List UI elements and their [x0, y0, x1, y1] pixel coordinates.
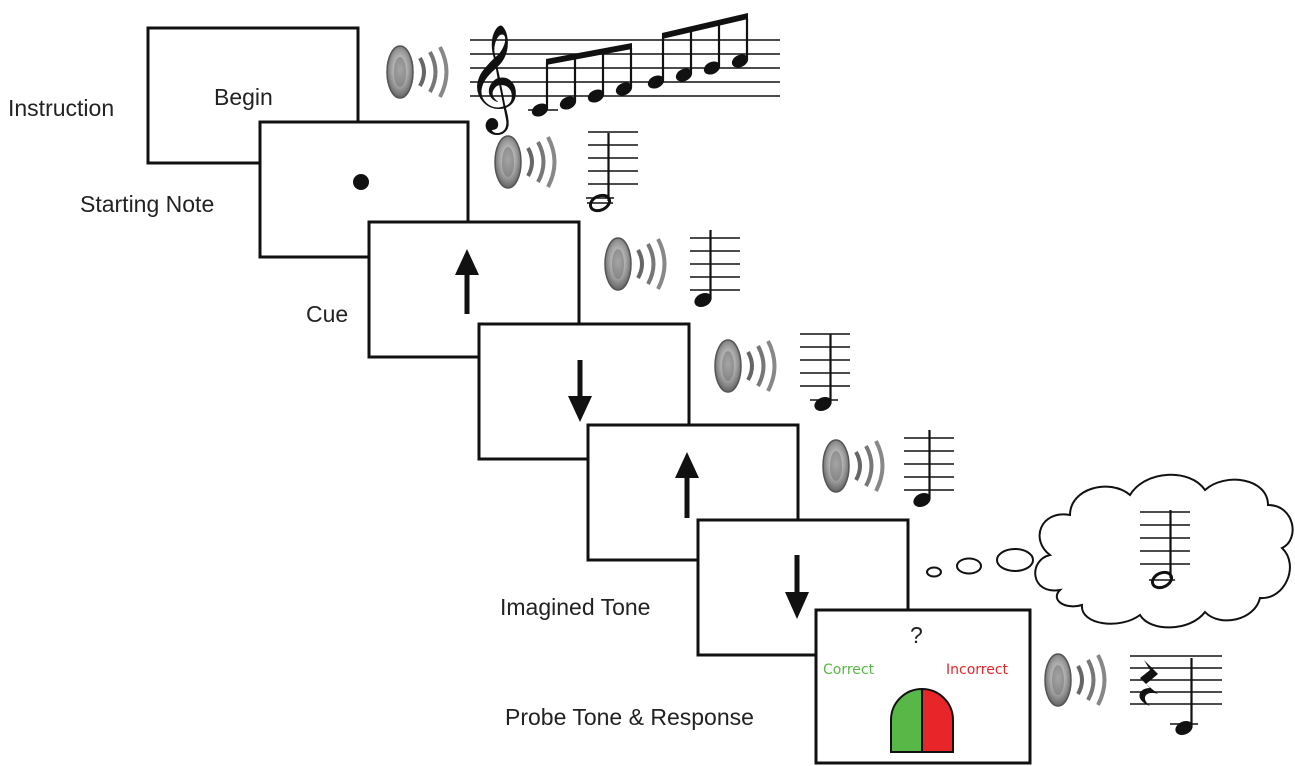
down-arrow-icon: [785, 555, 809, 619]
label-cue: Cue: [306, 301, 348, 327]
starting-note-staff: [585, 131, 639, 216]
begin-text: Begin: [214, 84, 273, 110]
question-mark: ?: [910, 622, 923, 648]
cue-note-staff-1: [689, 228, 741, 311]
scale-staff: [470, 39, 780, 97]
speaker-icon: [1043, 652, 1107, 708]
label-instruction: Instruction: [8, 95, 114, 121]
cue-note-staff-3: [903, 428, 955, 511]
up-arrow-icon: [455, 249, 479, 314]
quarter-rest-icon: [1139, 660, 1158, 706]
speaker-icon: [493, 134, 557, 190]
incorrect-label: Incorrect: [946, 662, 1009, 678]
speaker-icon: [385, 44, 449, 100]
treble-clef-icon: 𝄞: [466, 23, 520, 135]
speaker-icon: [603, 236, 667, 292]
up-arrow-icon: [675, 452, 699, 518]
label-probe: Probe Tone & Response: [505, 704, 754, 730]
scale-notes: [528, 13, 749, 117]
thought-cloud-icon: [926, 473, 1294, 629]
speaker-icon: [821, 438, 885, 494]
down-arrow-icon: [568, 360, 592, 422]
label-imagined-tone: Imagined Tone: [500, 594, 650, 620]
correct-label: Correct: [823, 662, 875, 678]
probe-note-staff: [1130, 655, 1222, 739]
label-starting-note: Starting Note: [80, 191, 214, 217]
cue-note-staff-2: [799, 332, 851, 415]
fixation-dot: [353, 174, 369, 190]
speaker-icon: [713, 338, 777, 394]
response-dial: [890, 687, 954, 753]
